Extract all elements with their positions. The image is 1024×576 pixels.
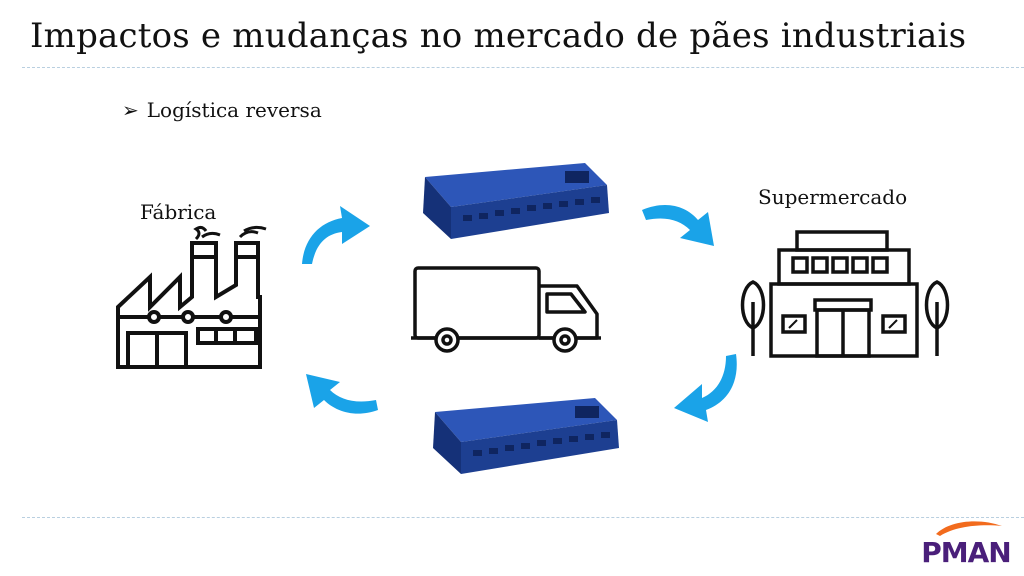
bread-crate-icon xyxy=(423,163,609,239)
curved-arrow-icon xyxy=(306,374,378,414)
footer-divider xyxy=(22,517,1024,518)
title-divider xyxy=(22,67,1024,68)
curved-arrow-icon xyxy=(674,354,737,422)
bread-crate-icon xyxy=(433,398,619,474)
bullet-item: ➢ Logística reversa xyxy=(122,98,322,122)
factory-icon xyxy=(116,225,267,369)
supermarket-icon xyxy=(740,230,950,358)
bullet-arrow-icon: ➢ xyxy=(122,98,139,122)
slide-title: Impactos e mudanças no mercado de pães i… xyxy=(30,16,967,56)
supermarket-label: Supermercado xyxy=(758,185,908,209)
truck-icon xyxy=(411,266,601,353)
logo-text: PMAN xyxy=(921,536,1012,569)
bullet-text: Logística reversa xyxy=(146,98,322,122)
factory-label: Fábrica xyxy=(140,200,217,224)
pman-logo: PMAN xyxy=(914,518,1018,570)
curved-arrow-icon xyxy=(302,206,370,264)
logo-swoosh-icon xyxy=(936,521,1002,536)
curved-arrow-icon xyxy=(642,205,714,246)
